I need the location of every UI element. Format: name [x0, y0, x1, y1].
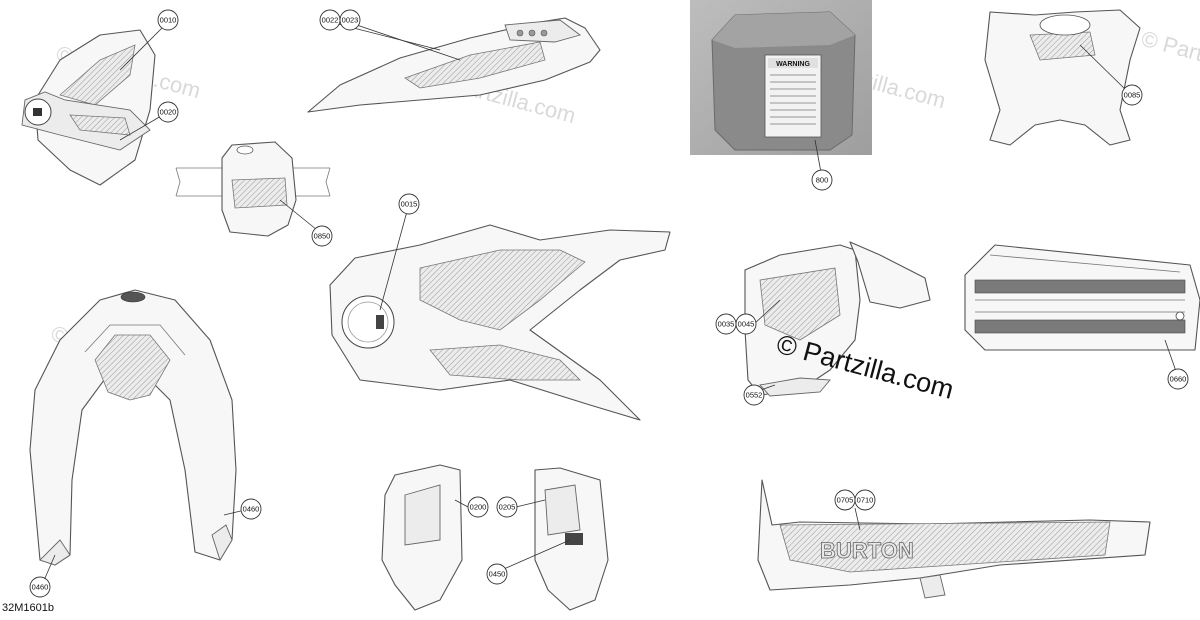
callout-0710: 0710	[854, 489, 876, 511]
callout-0022: 0022	[319, 9, 341, 31]
callout-0035: 0035	[715, 313, 737, 335]
callout-0085: 0085	[1121, 84, 1143, 106]
svg-text:0205: 0205	[499, 503, 516, 512]
console-small	[175, 141, 331, 237]
callout-0200: 0200	[467, 496, 489, 518]
svg-text:0460: 0460	[243, 505, 260, 514]
callout-0460: 0460	[29, 576, 51, 598]
svg-text:0850: 0850	[314, 232, 331, 241]
callout-0552: 0552	[743, 384, 765, 406]
hood-center	[329, 224, 671, 421]
svg-text:0023: 0023	[342, 16, 359, 25]
product-photo: WARNING	[690, 0, 872, 155]
svg-text:0015: 0015	[401, 200, 418, 209]
callout-0020: 0020	[157, 101, 179, 123]
svg-text:0035: 0035	[718, 320, 735, 329]
callout-800: 800	[811, 169, 833, 191]
callout-0010: 0010	[157, 9, 179, 31]
bellypan-top-right	[984, 9, 1141, 146]
hood-top-left	[21, 29, 156, 186]
callout-0705: 0705	[834, 489, 856, 511]
svg-text:0552: 0552	[746, 391, 763, 400]
svg-text:0022: 0022	[322, 16, 339, 25]
tunnel-right	[964, 244, 1200, 351]
callout-0460: 0460	[240, 498, 262, 520]
tunnel-stripe: BURTON	[757, 479, 1151, 599]
side-panels-lower	[381, 464, 609, 611]
hood-u-shape	[29, 289, 237, 566]
svg-text:0460: 0460	[32, 583, 49, 592]
side-panel-top	[307, 17, 601, 113]
svg-text:0200: 0200	[470, 503, 487, 512]
svg-text:0705: 0705	[837, 496, 854, 505]
watermark-text: © Partzilla.com	[1139, 26, 1200, 89]
burton-decal: BURTON	[820, 538, 914, 563]
svg-text:800: 800	[816, 176, 829, 185]
svg-text:0085: 0085	[1124, 91, 1141, 100]
callout-0045: 0045	[735, 313, 757, 335]
svg-text:0450: 0450	[489, 570, 506, 579]
callout-0850: 0850	[311, 225, 333, 247]
warning-label-title: WARNING	[776, 61, 810, 68]
callout-0023: 0023	[339, 9, 361, 31]
svg-text:0020: 0020	[160, 108, 177, 117]
svg-text:0010: 0010	[160, 16, 177, 25]
svg-text:0710: 0710	[857, 496, 874, 505]
callout-0450: 0450	[486, 563, 508, 585]
leader-lines	[41, 21, 1179, 586]
drawing-reference: 32M1601b	[2, 602, 54, 614]
svg-text:0660: 0660	[1170, 375, 1187, 384]
callout-0205: 0205	[496, 496, 518, 518]
callout-0015: 0015	[398, 193, 420, 215]
callout-0660: 0660	[1167, 368, 1189, 390]
svg-text:0045: 0045	[738, 320, 755, 329]
side-panel-right	[744, 241, 931, 397]
